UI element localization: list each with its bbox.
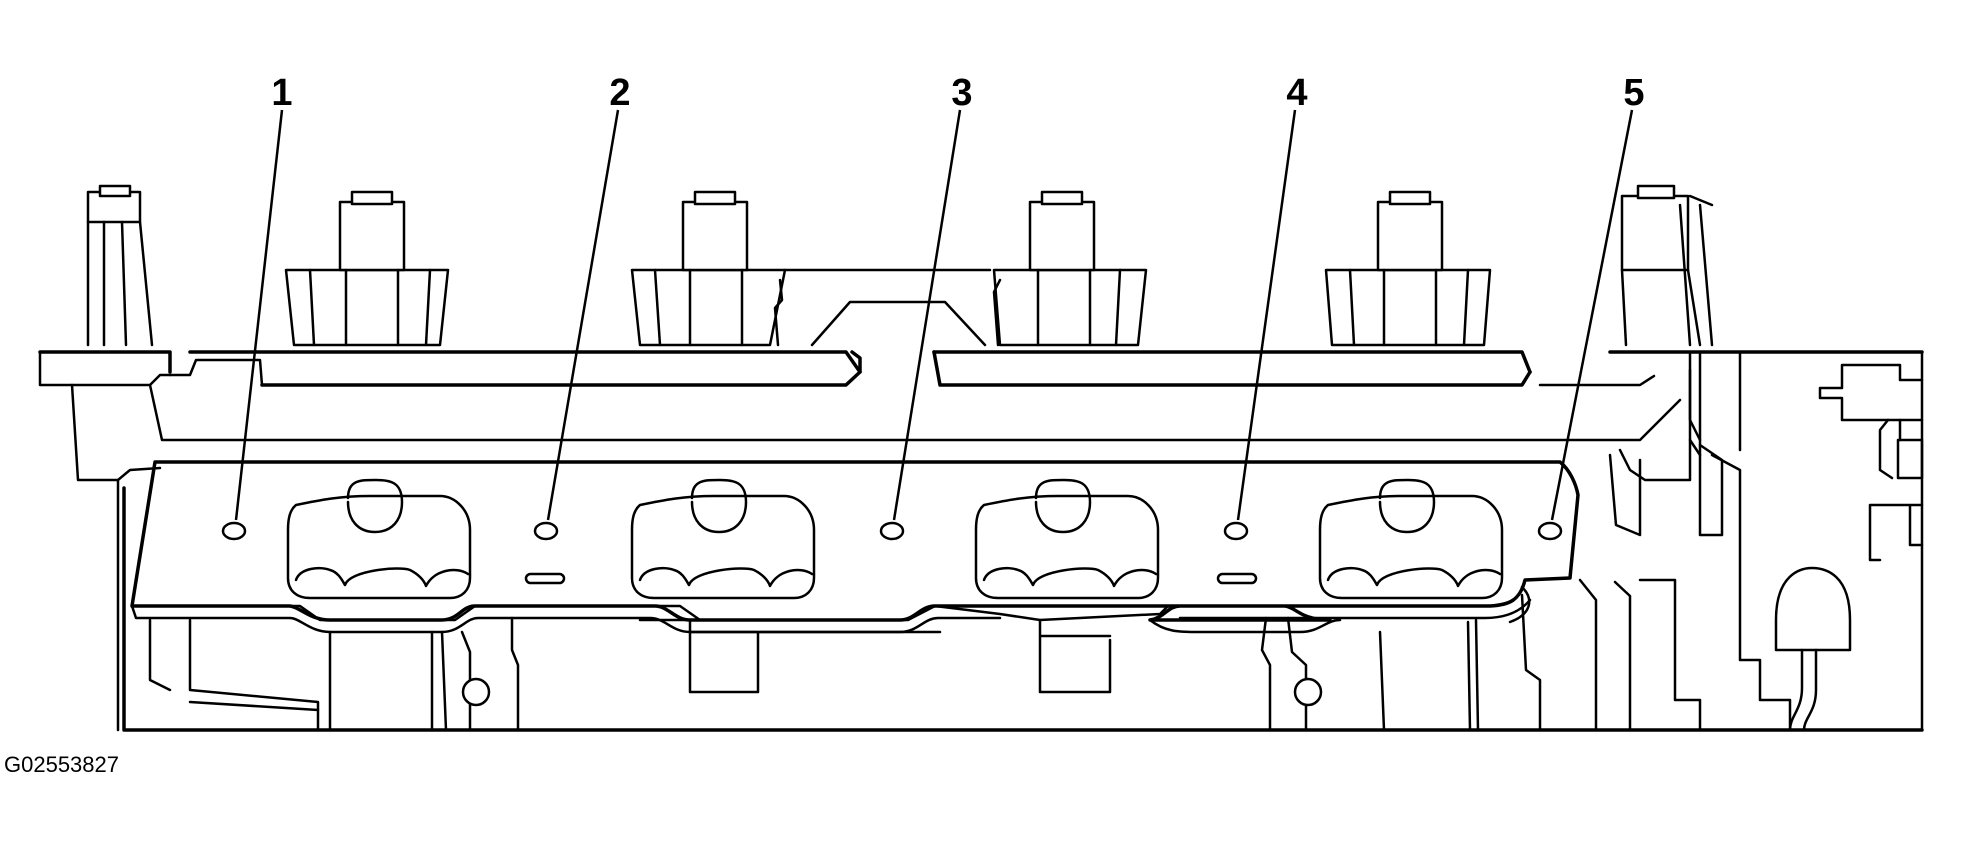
stud-hole [1223, 521, 1249, 541]
callout-2: 2 [546, 72, 631, 521]
callout-label: 2 [609, 72, 630, 114]
alignment-slot [524, 572, 566, 585]
callout-3: 3 [892, 72, 973, 521]
bolt-boss [992, 190, 1148, 347]
bolt-boss [284, 190, 450, 347]
exhaust-port [630, 478, 816, 600]
callout-4: 4 [1236, 72, 1308, 521]
exhaust-port [286, 478, 472, 600]
bolt-boss [1324, 190, 1492, 347]
exhaust-port [1318, 478, 1504, 600]
exhaust-port [974, 478, 1160, 600]
callout-label: 5 [1623, 72, 1644, 114]
callout-label: 4 [1286, 72, 1307, 114]
head-bolts [86, 184, 1714, 347]
alignment-slot [1216, 572, 1258, 585]
callout-label: 1 [271, 72, 292, 114]
stud-hole [879, 521, 905, 541]
stud-hole [1537, 521, 1563, 541]
callout-1: 1 [234, 72, 293, 521]
stud-hole [221, 521, 247, 541]
stud-hole [533, 521, 559, 541]
callout-5: 5 [1550, 72, 1645, 521]
exhaust-flange [130, 460, 1580, 634]
bolt-boss [630, 190, 787, 347]
lower-casting [116, 478, 1924, 732]
callout-label: 3 [951, 72, 972, 114]
figure-id: G02553827 [4, 752, 119, 777]
